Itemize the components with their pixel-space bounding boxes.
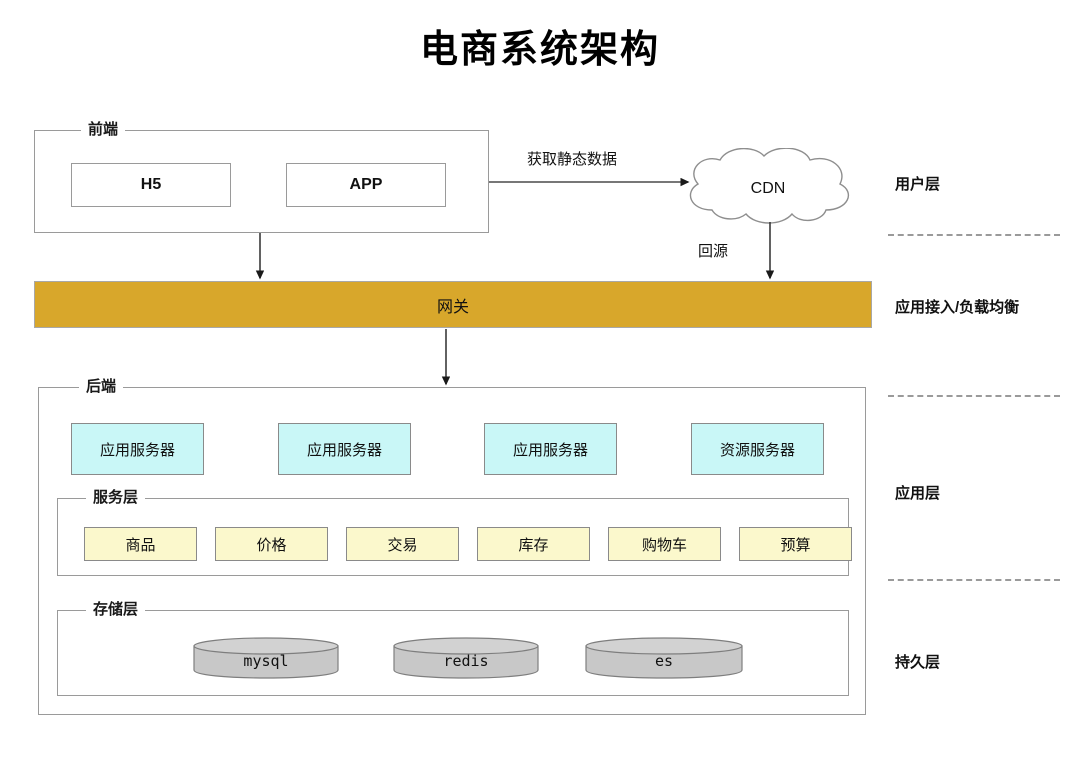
backend-group: 后端 应用服务器 应用服务器 应用服务器 资源服务器 服务层 商品 价格 交易 [38, 377, 866, 715]
backend-group-label: 后端 [79, 377, 124, 397]
service-item-6-label: 预算 [780, 536, 811, 554]
layer-label-user: 用户层 [895, 176, 941, 193]
service-item-4[interactable]: 库存 [477, 527, 590, 561]
gateway-bar[interactable]: 网关 [34, 281, 872, 328]
cylinder-icon [193, 637, 339, 679]
node-app-server-1-label: 应用服务器 [99, 441, 175, 459]
edge-label-origin-pull: 回源 [698, 243, 729, 260]
cloud-icon [689, 148, 850, 224]
service-item-4-label: 库存 [518, 536, 549, 554]
edge-label-static-data: 获取静态数据 [527, 151, 618, 168]
gateway-label: 网关 [436, 298, 469, 316]
service-item-5[interactable]: 购物车 [608, 527, 721, 561]
service-item-2-label: 价格 [256, 536, 287, 554]
storage-layer-group: 存储层 mysql redis es [57, 600, 849, 696]
service-layer-label: 服务层 [86, 488, 146, 508]
node-resource-server[interactable]: 资源服务器 [691, 423, 824, 475]
storage-es[interactable]: es [585, 637, 743, 679]
storage-mysql-label: mysql [243, 652, 289, 670]
node-h5-label: H5 [140, 176, 162, 193]
service-item-3-label: 交易 [387, 536, 418, 554]
node-app-server-2[interactable]: 应用服务器 [278, 423, 411, 475]
page-title: 电商系统架构 [419, 29, 660, 71]
layer-divider-1 [888, 234, 1060, 236]
node-app-server-3-label: 应用服务器 [512, 441, 588, 459]
service-item-1[interactable]: 商品 [84, 527, 197, 561]
service-item-6[interactable]: 预算 [739, 527, 852, 561]
cylinder-icon [393, 637, 539, 679]
service-item-2[interactable]: 价格 [215, 527, 328, 561]
service-item-3[interactable]: 交易 [346, 527, 459, 561]
node-app-server-1[interactable]: 应用服务器 [71, 423, 204, 475]
storage-layer-label: 存储层 [86, 600, 146, 620]
cdn-label: CDN [750, 180, 786, 197]
layer-label-access: 应用接入/负载均衡 [895, 299, 1020, 316]
storage-mysql[interactable]: mysql [193, 637, 339, 679]
layer-label-persistence: 持久层 [895, 654, 941, 671]
node-h5[interactable]: H5 [71, 163, 231, 207]
service-item-1-label: 商品 [125, 536, 156, 554]
frontend-group-label: 前端 [81, 120, 126, 140]
frontend-group: 前端 H5 APP [34, 120, 489, 233]
layer-divider-2 [888, 395, 1060, 397]
service-item-5-label: 购物车 [641, 536, 687, 554]
storage-redis-label: redis [443, 652, 489, 670]
cdn-cloud[interactable]: CDN [676, 148, 860, 230]
node-app-server-3[interactable]: 应用服务器 [484, 423, 617, 475]
node-app-server-2-label: 应用服务器 [306, 441, 382, 459]
node-app-label: APP [349, 176, 383, 193]
layer-label-application: 应用层 [895, 485, 941, 502]
node-resource-server-label: 资源服务器 [719, 441, 795, 459]
cylinder-icon [585, 637, 743, 679]
service-layer-group: 服务层 商品 价格 交易 库存 购物车 预算 [57, 488, 852, 576]
layer-divider-3 [888, 579, 1060, 581]
storage-es-label: es [654, 652, 674, 670]
storage-redis[interactable]: redis [393, 637, 539, 679]
node-app[interactable]: APP [286, 163, 446, 207]
